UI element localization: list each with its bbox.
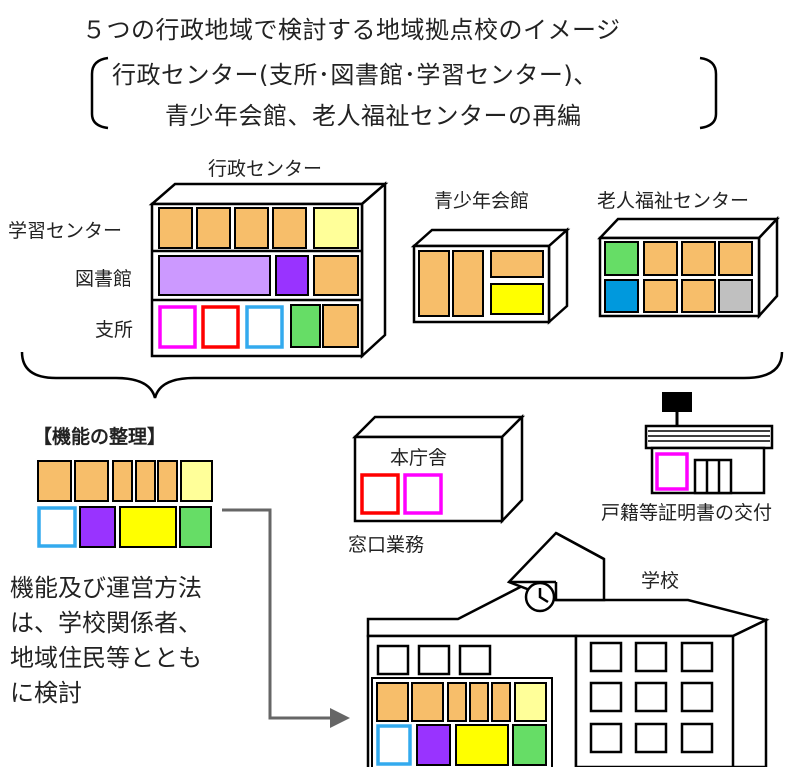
title-line-3: 青少年会館、老人福祉センターの再編: [165, 102, 582, 130]
kino-blocks: [37, 460, 213, 548]
title-line-2: 行政センター(支所･図書館･学習センター)、: [112, 61, 598, 89]
honchosha-building: [351, 413, 526, 525]
flow-arrow: [222, 508, 330, 720]
note-line-2: は、学校関係者、: [10, 609, 202, 637]
label-gakushu-center: 学習センター: [8, 220, 123, 242]
curly-brace: [20, 351, 784, 399]
note-line-3: 地域住民等ととも: [10, 644, 202, 672]
seishonen-kaikan-building: [410, 227, 571, 325]
label-honchosha: 本庁舎: [390, 447, 448, 469]
label-koseki-shomeisho: 戸籍等証明書の交付: [601, 502, 773, 524]
school-building: [366, 531, 770, 767]
rojin-fukushi-building: [597, 215, 780, 320]
label-seishonen-kaikan: 青少年会館: [434, 190, 530, 212]
gyosei-center-building: [148, 181, 389, 359]
title-line-1: ５つの行政地域で検討する地域拠点校のイメージ: [82, 16, 621, 44]
kino-seiri-heading: 【機能の整理】: [33, 426, 167, 448]
label-toshokan: 図書館: [75, 268, 133, 290]
title-bracket-left: [90, 56, 109, 130]
label-rojin-fukushi: 老人福祉センター: [597, 190, 750, 212]
label-gyosei-center: 行政センター: [208, 158, 323, 180]
note-line-1: 機能及び運営方法: [10, 574, 202, 602]
label-school: 学校: [641, 570, 680, 592]
note-line-4: に検討: [10, 679, 82, 707]
title-bracket-right: [699, 56, 718, 130]
label-shisho: 支所: [95, 319, 134, 341]
convenience-store: [644, 392, 774, 495]
label-madoguchi: 窓口業務: [348, 534, 425, 556]
